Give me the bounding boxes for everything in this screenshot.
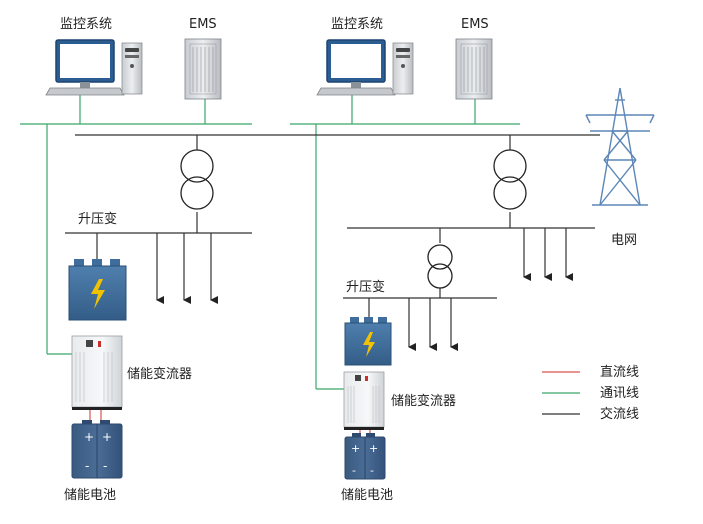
- label-ems-left: EMS: [189, 17, 217, 32]
- label-monitor-left: 监控系统: [60, 17, 112, 32]
- transformer-left-icon: [180, 149, 214, 210]
- ac-lines: [65, 134, 600, 351]
- svg-text:+: +: [351, 442, 360, 455]
- comm-lines: [20, 94, 520, 390]
- label-grid: 电网: [611, 233, 637, 248]
- label-boost-right: 升压变: [346, 279, 385, 295]
- transformer-right-icon: [493, 149, 527, 210]
- boost-transformer-left-icon: [68, 259, 127, 321]
- label-battery-right: 储能电池: [341, 488, 393, 503]
- svg-text:+: +: [102, 430, 112, 444]
- label-pcs-left: 储能变流器: [127, 366, 192, 382]
- label-battery-left: 储能电池: [64, 488, 116, 503]
- legend-label-dc: 直流线: [600, 365, 639, 380]
- transmission-tower-icon: [585, 87, 655, 206]
- battery-right-icon: + + - -: [344, 433, 386, 480]
- svg-text:-: -: [103, 459, 107, 473]
- computer-right-icon: [316, 39, 414, 96]
- svg-text:-: -: [352, 464, 356, 477]
- svg-text:+: +: [369, 442, 378, 455]
- legend-label-ac: 交流线: [600, 406, 639, 422]
- dc-lines: [89, 407, 371, 436]
- svg-text:-: -: [370, 464, 374, 477]
- label-ems-right: EMS: [461, 17, 489, 32]
- svg-text:+: +: [84, 430, 94, 444]
- legend: 直流线 通讯线 交流线: [542, 365, 639, 422]
- legend-label-comm: 通讯线: [600, 386, 639, 401]
- svg-text:-: -: [85, 459, 89, 473]
- boost-transformer-right-icon: [344, 317, 392, 366]
- pcs-left-icon: [71, 335, 123, 410]
- ems-cabinet-right-icon: [455, 38, 493, 100]
- ems-cabinet-left-icon: [184, 38, 222, 100]
- label-pcs-right: 储能变流器: [391, 393, 456, 409]
- transformer-sub-icon: [427, 244, 453, 289]
- pcs-right-icon: [343, 371, 385, 430]
- label-boost-left: 升压变: [78, 211, 117, 227]
- label-monitor-right: 监控系统: [331, 17, 383, 32]
- battery-left-icon: + + - -: [71, 420, 123, 479]
- computer-left-icon: [45, 39, 143, 96]
